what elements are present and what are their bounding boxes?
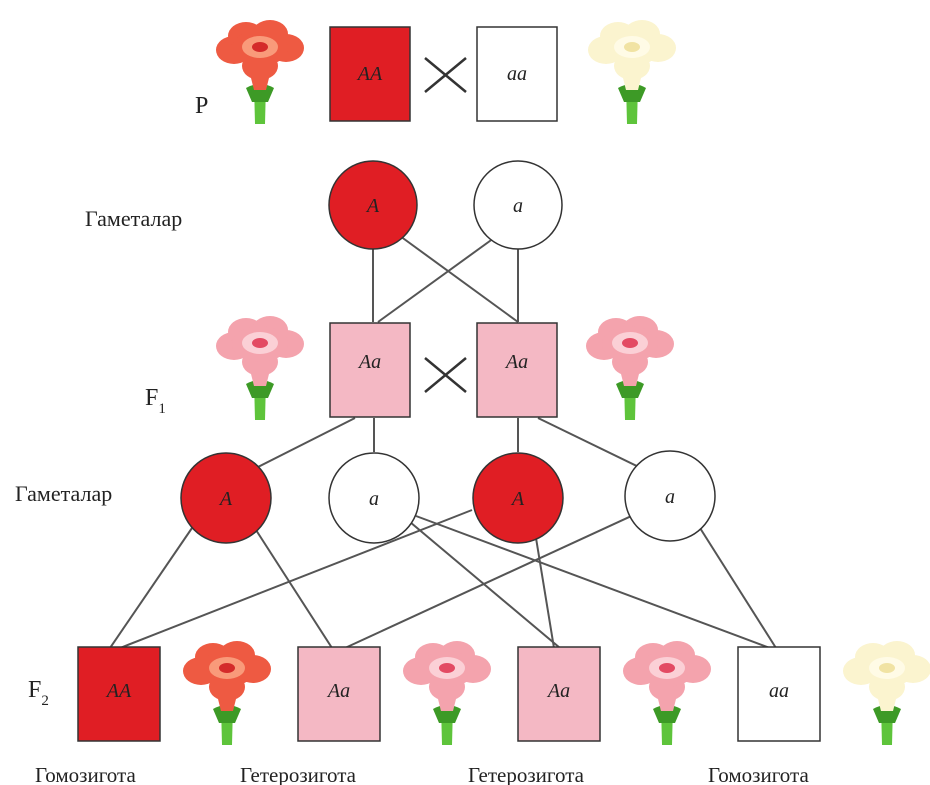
gamete-p-recessive [473, 160, 563, 250]
line-f1l-g1 [251, 417, 356, 471]
parent-genotype-dominant: AA [356, 63, 383, 85]
flower-f1-left-icon [216, 316, 304, 420]
f2-genotype-1: AA [105, 680, 132, 702]
label-gametes-2: Гаметалар [15, 481, 112, 506]
gamete-f1-4-allele: a [665, 486, 675, 508]
label-f2: F2 [28, 677, 49, 709]
label-f2-letter: F [28, 677, 41, 703]
f1-genotype-right: Aa [504, 351, 528, 373]
label-f1: F1 [145, 385, 166, 417]
parent-box-recessive [476, 26, 558, 122]
gamete-f1-1 [180, 452, 272, 544]
gamete-f1-1-allele: A [218, 488, 233, 510]
gamete-p-dominant [328, 160, 418, 250]
flower-f2-2-icon [403, 641, 491, 745]
label-p: P [195, 93, 208, 119]
line-f1r-g4 [537, 417, 646, 471]
flower-f2-4-icon [843, 641, 930, 745]
label-f1-subscript: 1 [158, 401, 166, 417]
line-g4-f2d [699, 527, 777, 649]
f1-box-left [329, 322, 411, 418]
parent-generation: AA aa [329, 26, 558, 122]
line-ga-f1left [377, 237, 495, 323]
cross-lines [109, 235, 777, 649]
gamete-f1-2 [328, 452, 420, 544]
flower-f1-right-icon [586, 316, 674, 420]
line-g4-f2b [344, 511, 641, 649]
f2-caption-4: Гомозигота [708, 763, 809, 785]
f2-box-3 [517, 646, 601, 742]
f1-gametes: A a A a [180, 450, 716, 544]
line-g3-f2c [535, 537, 555, 649]
f1-box-right [476, 322, 558, 418]
gamete-f1-4 [624, 450, 716, 542]
f2-generation: AA Aa Aa aa Гомозигота Гетерозигота Гете… [35, 646, 821, 785]
f2-genotype-4: aa [769, 680, 789, 702]
line-gA-f1right [399, 235, 519, 323]
line-g2-f2d [415, 515, 771, 649]
gamete-f1-3 [472, 452, 564, 544]
gamete-f1-2-allele: a [369, 488, 379, 510]
f2-caption-2: Гетерозигота [240, 763, 357, 785]
f2-caption-1: Гомозигота [35, 763, 136, 785]
f2-box-2 [297, 646, 381, 742]
cross-symbol-p [424, 57, 467, 93]
f2-genotype-2: Aa [326, 680, 350, 702]
parent-genotype-recessive: aa [507, 63, 527, 85]
f1-generation: Aa Aa [329, 322, 558, 418]
f2-genotype-3: Aa [546, 680, 570, 702]
parent-box-dominant [329, 26, 411, 122]
flower-illustrations [183, 20, 930, 745]
label-f2-subscript: 2 [41, 693, 49, 709]
f2-box-1 [77, 646, 161, 742]
line-g3-f2a [119, 509, 473, 649]
flower-f2-3-icon [623, 641, 711, 745]
gamete-p-recessive-allele: a [513, 195, 523, 217]
line-g1-f2a [109, 527, 193, 649]
flower-f2-1-icon [183, 641, 271, 745]
f2-caption-3: Гетерозигота [468, 763, 585, 785]
flower-p-recessive-icon [588, 20, 676, 124]
parent-gametes: A a [328, 160, 563, 250]
gamete-f1-3-allele: A [510, 488, 525, 510]
f1-genotype-left: Aa [357, 351, 381, 373]
label-f1-letter: F [145, 385, 158, 411]
gamete-p-dominant-allele: A [365, 195, 380, 217]
cross-symbol-f1 [424, 357, 467, 393]
line-g1-f2b [255, 529, 333, 649]
flower-p-dominant-icon [216, 20, 304, 124]
f2-box-4 [737, 646, 821, 742]
label-gametes-1: Гаметалар [85, 206, 182, 231]
line-g2-f2c [409, 521, 561, 649]
